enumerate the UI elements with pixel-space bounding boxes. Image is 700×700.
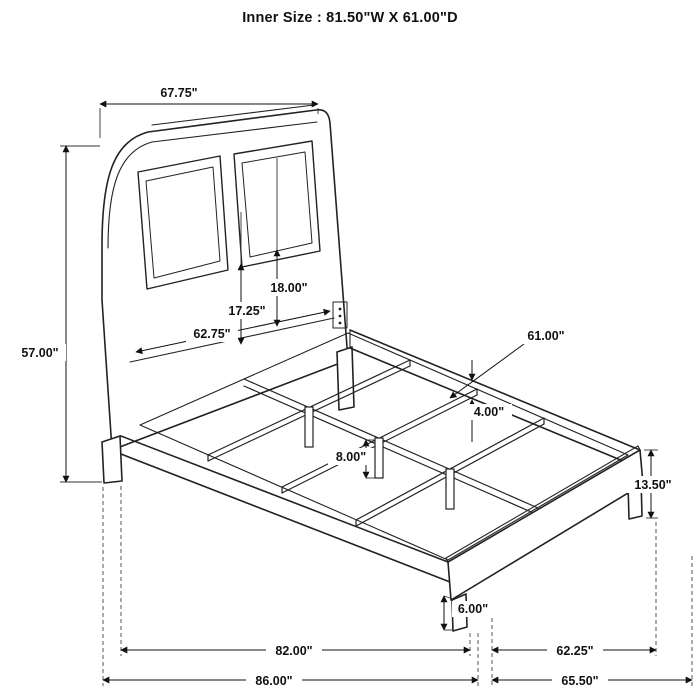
rail-bracket-icon [332,301,348,329]
dim-overall-width: 65.50" [491,671,693,689]
dim-headboard-height: 57.00" [14,145,102,483]
inner-ledge-near [139,424,449,561]
headboard-right-panel-inner [241,151,313,258]
slat-system [207,359,545,527]
dim-overall-length: 86.00" [102,671,479,689]
dim-rail-height: 4.00" [466,360,512,442]
dim-rail-height-label: 4.00" [474,405,504,419]
footboard-ledge-cap [445,557,449,563]
dim-footboard-height: 13.50" [626,449,680,519]
center-rail [243,378,539,516]
dim-headboard-width-label: 67.75" [160,86,197,100]
headboard-left-panel-inner [145,166,221,279]
dim-headboard-inner-width: 62.75" [135,308,331,355]
page-title: Inner Size : 81.50"W X 61.00"D [242,10,458,26]
dim-headboard-height-label: 57.00" [21,346,58,360]
dim-support-leg-label: 8.00" [336,450,366,464]
inner-ledge-far [347,332,629,456]
dim-footboard-inner-width-label: 62.25" [556,644,593,658]
dim-footboard-inner-width: 62.25" [491,641,657,659]
projection-lines [102,486,693,686]
headboard-left-leg [101,435,123,484]
dim-overall-length-label: 86.00" [255,674,292,688]
dim-inner-depth: 61.00" [449,327,572,399]
dim-inner-depth-label: 61.00" [527,329,564,343]
bed-frame-drawing [101,104,644,632]
dim-lower-panel-label: 17.25" [228,304,265,318]
dim-footboard-height-label: 13.50" [634,478,671,492]
headboard-roll-inner-line [107,121,318,249]
dim-headboard-inner-width-label: 62.75" [193,327,230,341]
dim-overall-width-label: 65.50" [561,674,598,688]
dim-inner-length-label: 82.00" [275,644,312,658]
footboard-ledge-cap [637,445,641,451]
dim-support-leg: 8.00" [328,439,375,479]
dim-foot-leg-label: 6.00" [458,602,488,616]
headboard [101,104,355,484]
dim-upper-panel-label: 18.00" [270,281,307,295]
near-rail-bottom-edge [120,453,451,583]
footboard-face [447,449,644,601]
near-rail-top-edge [120,435,449,563]
dim-upper-panel: 18.00" [264,158,314,327]
dim-foot-leg: 6.00" [440,595,494,631]
dim-headboard-width: 67.75" [99,83,319,138]
dim-inner-length: 82.00" [120,641,471,659]
headboard-top-back-edge [151,104,315,126]
slat-support-leg [445,468,455,510]
slat-support-leg [304,406,314,448]
dimension-annotations: 67.75" 57.00" 18.00" 17.25" [14,83,693,689]
footboard-top-ledge [445,445,639,559]
slat-support-leg [374,437,384,479]
headboard-right-post [336,346,355,411]
far-rail-top-edge [349,329,641,451]
headboard-left-panel [137,155,229,290]
